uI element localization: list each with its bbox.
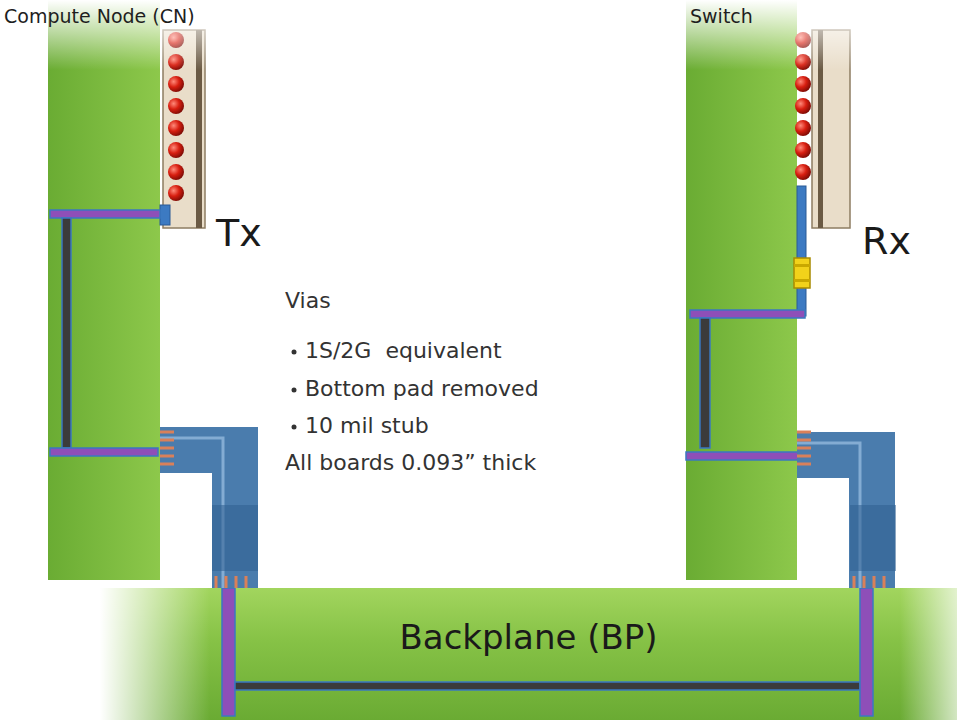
note-item: 1S/2G equivalent [305, 338, 502, 363]
note-item: 10 mil stub [305, 413, 429, 438]
board-title: Switch [690, 6, 753, 28]
note-heading: Vias [285, 288, 331, 313]
signal-name: Rx [862, 220, 911, 264]
backplane-board: Backplane (BP) [100, 588, 957, 720]
board-title: Compute Node (CN) [4, 6, 195, 28]
note-text: All boards 0.093” thick [285, 450, 536, 475]
board-switch: Switch [686, 0, 797, 580]
board-compute-node: Compute Node (CN) [48, 0, 160, 580]
board-title: Backplane (BP) [100, 618, 957, 657]
note-item: Bottom pad removed [305, 376, 539, 401]
signal-name: Tx [216, 212, 262, 256]
